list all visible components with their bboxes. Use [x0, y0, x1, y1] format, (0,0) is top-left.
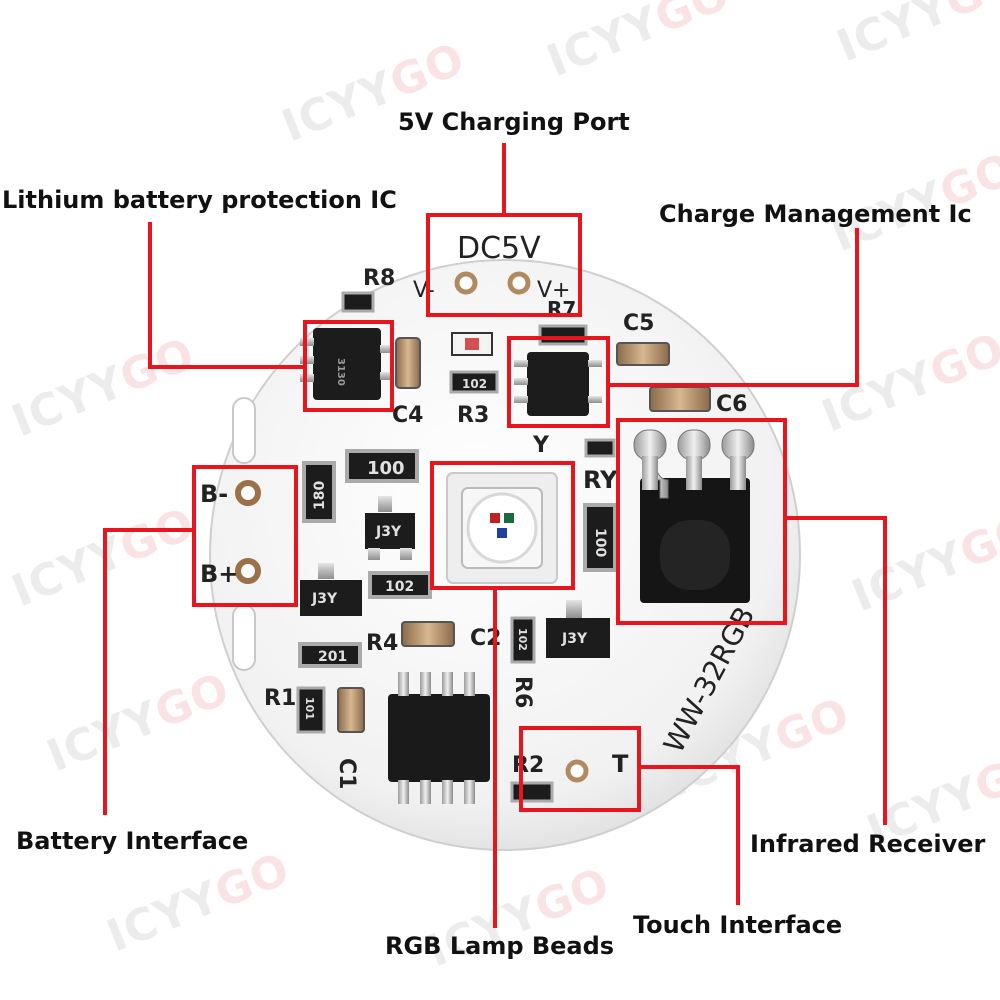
silk-c6: C6	[716, 392, 747, 417]
mark-ic: 3130	[335, 358, 346, 386]
mark-201: 201	[318, 649, 347, 665]
charge-ic-chip	[527, 352, 589, 416]
label-protection-ic: Lithium battery protection IC	[2, 186, 397, 214]
silk-ry: RY	[583, 466, 618, 494]
label-battery-interface: Battery Interface	[16, 827, 249, 855]
capacitor-c4	[395, 337, 421, 389]
mark-180: 180	[312, 481, 328, 510]
silk-v-minus: V-	[413, 278, 435, 303]
callout-lines	[103, 143, 887, 928]
transistor-j3y-b	[300, 580, 362, 616]
resistor-y	[584, 438, 616, 458]
silk-t: T	[612, 750, 629, 778]
resistor-r3	[449, 370, 499, 394]
label-touch-interface: Touch Interface	[633, 911, 843, 939]
silk-v-plus: V+	[537, 278, 570, 303]
silk-c1: C1	[334, 758, 359, 789]
mounting-slot	[232, 397, 256, 464]
capacitor-c1	[337, 687, 365, 733]
silk-r2: R2	[512, 753, 544, 778]
silk-b-plus: B+	[200, 560, 238, 588]
mounting-slot	[232, 604, 256, 671]
silk-c4: C4	[392, 403, 423, 428]
silk-r3: R3	[457, 403, 489, 428]
touch-pad	[565, 759, 589, 783]
mark-102-a: 102	[385, 579, 414, 595]
silk-dc5v: DC5V	[457, 231, 541, 266]
resistor-r2	[510, 781, 554, 803]
label-charging-port: 5V Charging Port	[398, 108, 630, 136]
silk-r8: R8	[363, 266, 395, 291]
transistor-j3y-a	[365, 513, 415, 549]
dc-pad	[454, 271, 478, 295]
resistor-201	[298, 642, 362, 668]
silk-r1: R1	[264, 686, 296, 711]
battery-pad-plus	[235, 558, 261, 584]
transistor-j3y-c	[546, 618, 610, 658]
mark-102-c: 102	[462, 377, 487, 391]
dc-pad	[507, 271, 531, 295]
mark-102-b: 102	[516, 628, 529, 651]
callout-box-rgb	[430, 461, 575, 590]
callout-box-charge-ic	[507, 336, 610, 428]
battery-pad-minus	[235, 480, 261, 506]
resistor-180	[302, 461, 336, 523]
capacitor-c2	[401, 621, 455, 647]
mark-100-a: 100	[367, 458, 405, 479]
silk-r6: R6	[510, 676, 535, 708]
protection-ic-chip	[313, 328, 381, 400]
silk-r4: R4	[366, 631, 398, 656]
label-infrared-receiver: Infrared Receiver	[750, 830, 986, 858]
mark-100-b: 100	[592, 528, 608, 557]
resistor-100-a	[345, 449, 419, 483]
mark-101: 101	[303, 697, 316, 720]
label-rgb-beads: RGB Lamp Beads	[385, 932, 615, 960]
resistor-102-b	[510, 616, 536, 664]
mark-j3y-b: J3Y	[311, 591, 338, 607]
resistor-100-b	[583, 503, 617, 572]
silk-b-minus: B-	[200, 480, 228, 508]
mark-j3y-a: J3Y	[375, 524, 402, 540]
resistor-r8	[341, 291, 375, 313]
resistor-r7	[538, 324, 588, 346]
mark-j3y-c: J3Y	[561, 631, 588, 647]
mcu-chip	[388, 694, 490, 782]
capacitor-c5	[616, 342, 670, 366]
resistor-101	[296, 686, 326, 734]
silk-c5: C5	[623, 311, 654, 336]
callout-box-battery	[192, 465, 298, 607]
capacitor-c6	[649, 386, 711, 412]
label-charge-management: Charge Management Ic	[659, 200, 972, 228]
silk-y: Y	[532, 433, 550, 458]
callout-box-infrared	[616, 418, 787, 625]
silk-r7: R7	[547, 297, 576, 321]
